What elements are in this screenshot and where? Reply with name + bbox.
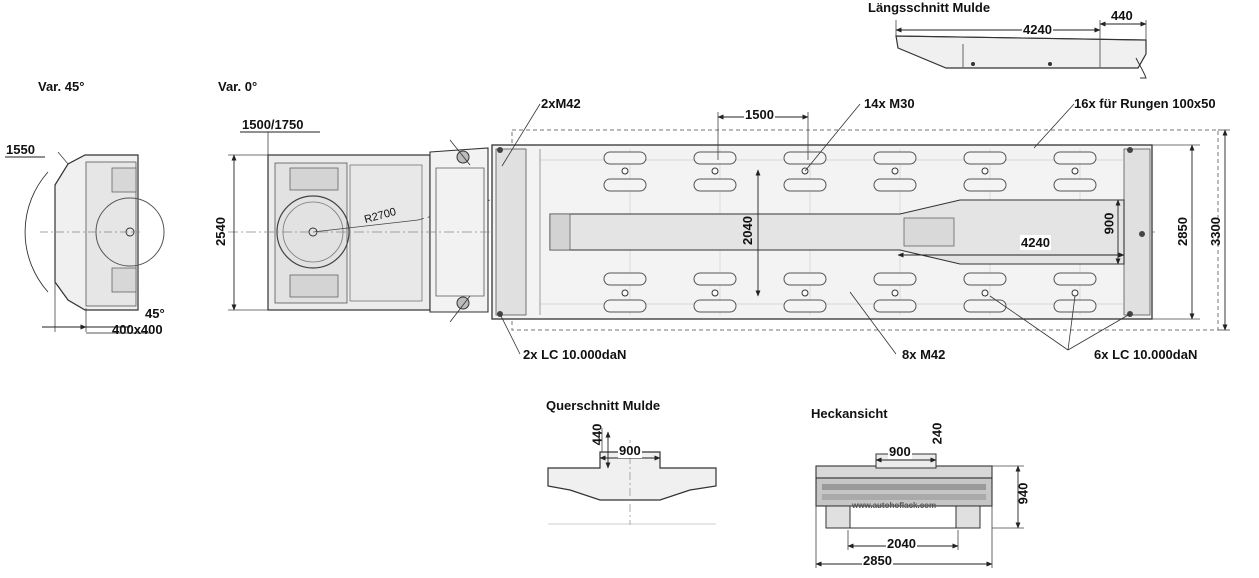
querschnitt-dim-900: 900 (618, 443, 642, 458)
main-platform-view (491, 103, 1230, 355)
dim-1500: 1500 (744, 107, 775, 122)
var0-dim-kingpin: 1500/1750 (242, 117, 304, 132)
callout-8xm42: 8x M42 (902, 347, 946, 362)
dim-2040: 2040 (739, 216, 755, 245)
heckansicht-dim-2850: 2850 (862, 553, 893, 568)
querschnitt-view (547, 428, 717, 525)
var45-view (5, 151, 165, 334)
var0-title: Var. 0° (218, 79, 258, 94)
laengsschnitt-view (895, 20, 1147, 79)
var0-dim-2540: 2540 (212, 217, 228, 246)
dim-2850: 2850 (1174, 217, 1190, 246)
querschnitt-dim-440: 440 (589, 423, 605, 446)
heckansicht-dim-900: 900 (888, 444, 912, 459)
laengsschnitt-title: Längsschnitt Mulde (868, 0, 991, 15)
dim-3300: 3300 (1207, 217, 1223, 246)
callout-16x-rungen: 16x für Rungen 100x50 (1074, 96, 1216, 111)
dim-900: 900 (1101, 212, 1117, 235)
querschnitt-title: Querschnitt Mulde (546, 398, 661, 413)
var45-title: Var. 45° (38, 79, 85, 94)
heckansicht-title: Heckansicht (811, 406, 888, 421)
callout-14xm30: 14x M30 (864, 96, 915, 111)
callout-2xm42: 2xM42 (541, 96, 581, 111)
heckansicht-dim-2040: 2040 (886, 536, 917, 551)
dim-4240: 4240 (1020, 235, 1051, 250)
laengsschnitt-dim-440: 440 (1110, 8, 1134, 23)
var0-view (228, 131, 1155, 323)
heckansicht-watermark: www.autohoflack.com (852, 501, 937, 510)
heckansicht-view (815, 453, 1024, 568)
laengsschnitt-dim-4240: 4240 (1022, 22, 1053, 37)
var45-dim-plate: 400x400 (112, 322, 163, 337)
heckansicht-dim-940: 940 (1015, 482, 1031, 505)
callout-6xlc: 6x LC 10.000daN (1094, 347, 1198, 362)
callout-2xlc: 2x LC 10.000daN (523, 347, 627, 362)
heckansicht-dim-240: 240 (929, 422, 945, 445)
var45-dim-1550: 1550 (6, 142, 35, 157)
var45-dim-angle: 45° (145, 306, 165, 321)
